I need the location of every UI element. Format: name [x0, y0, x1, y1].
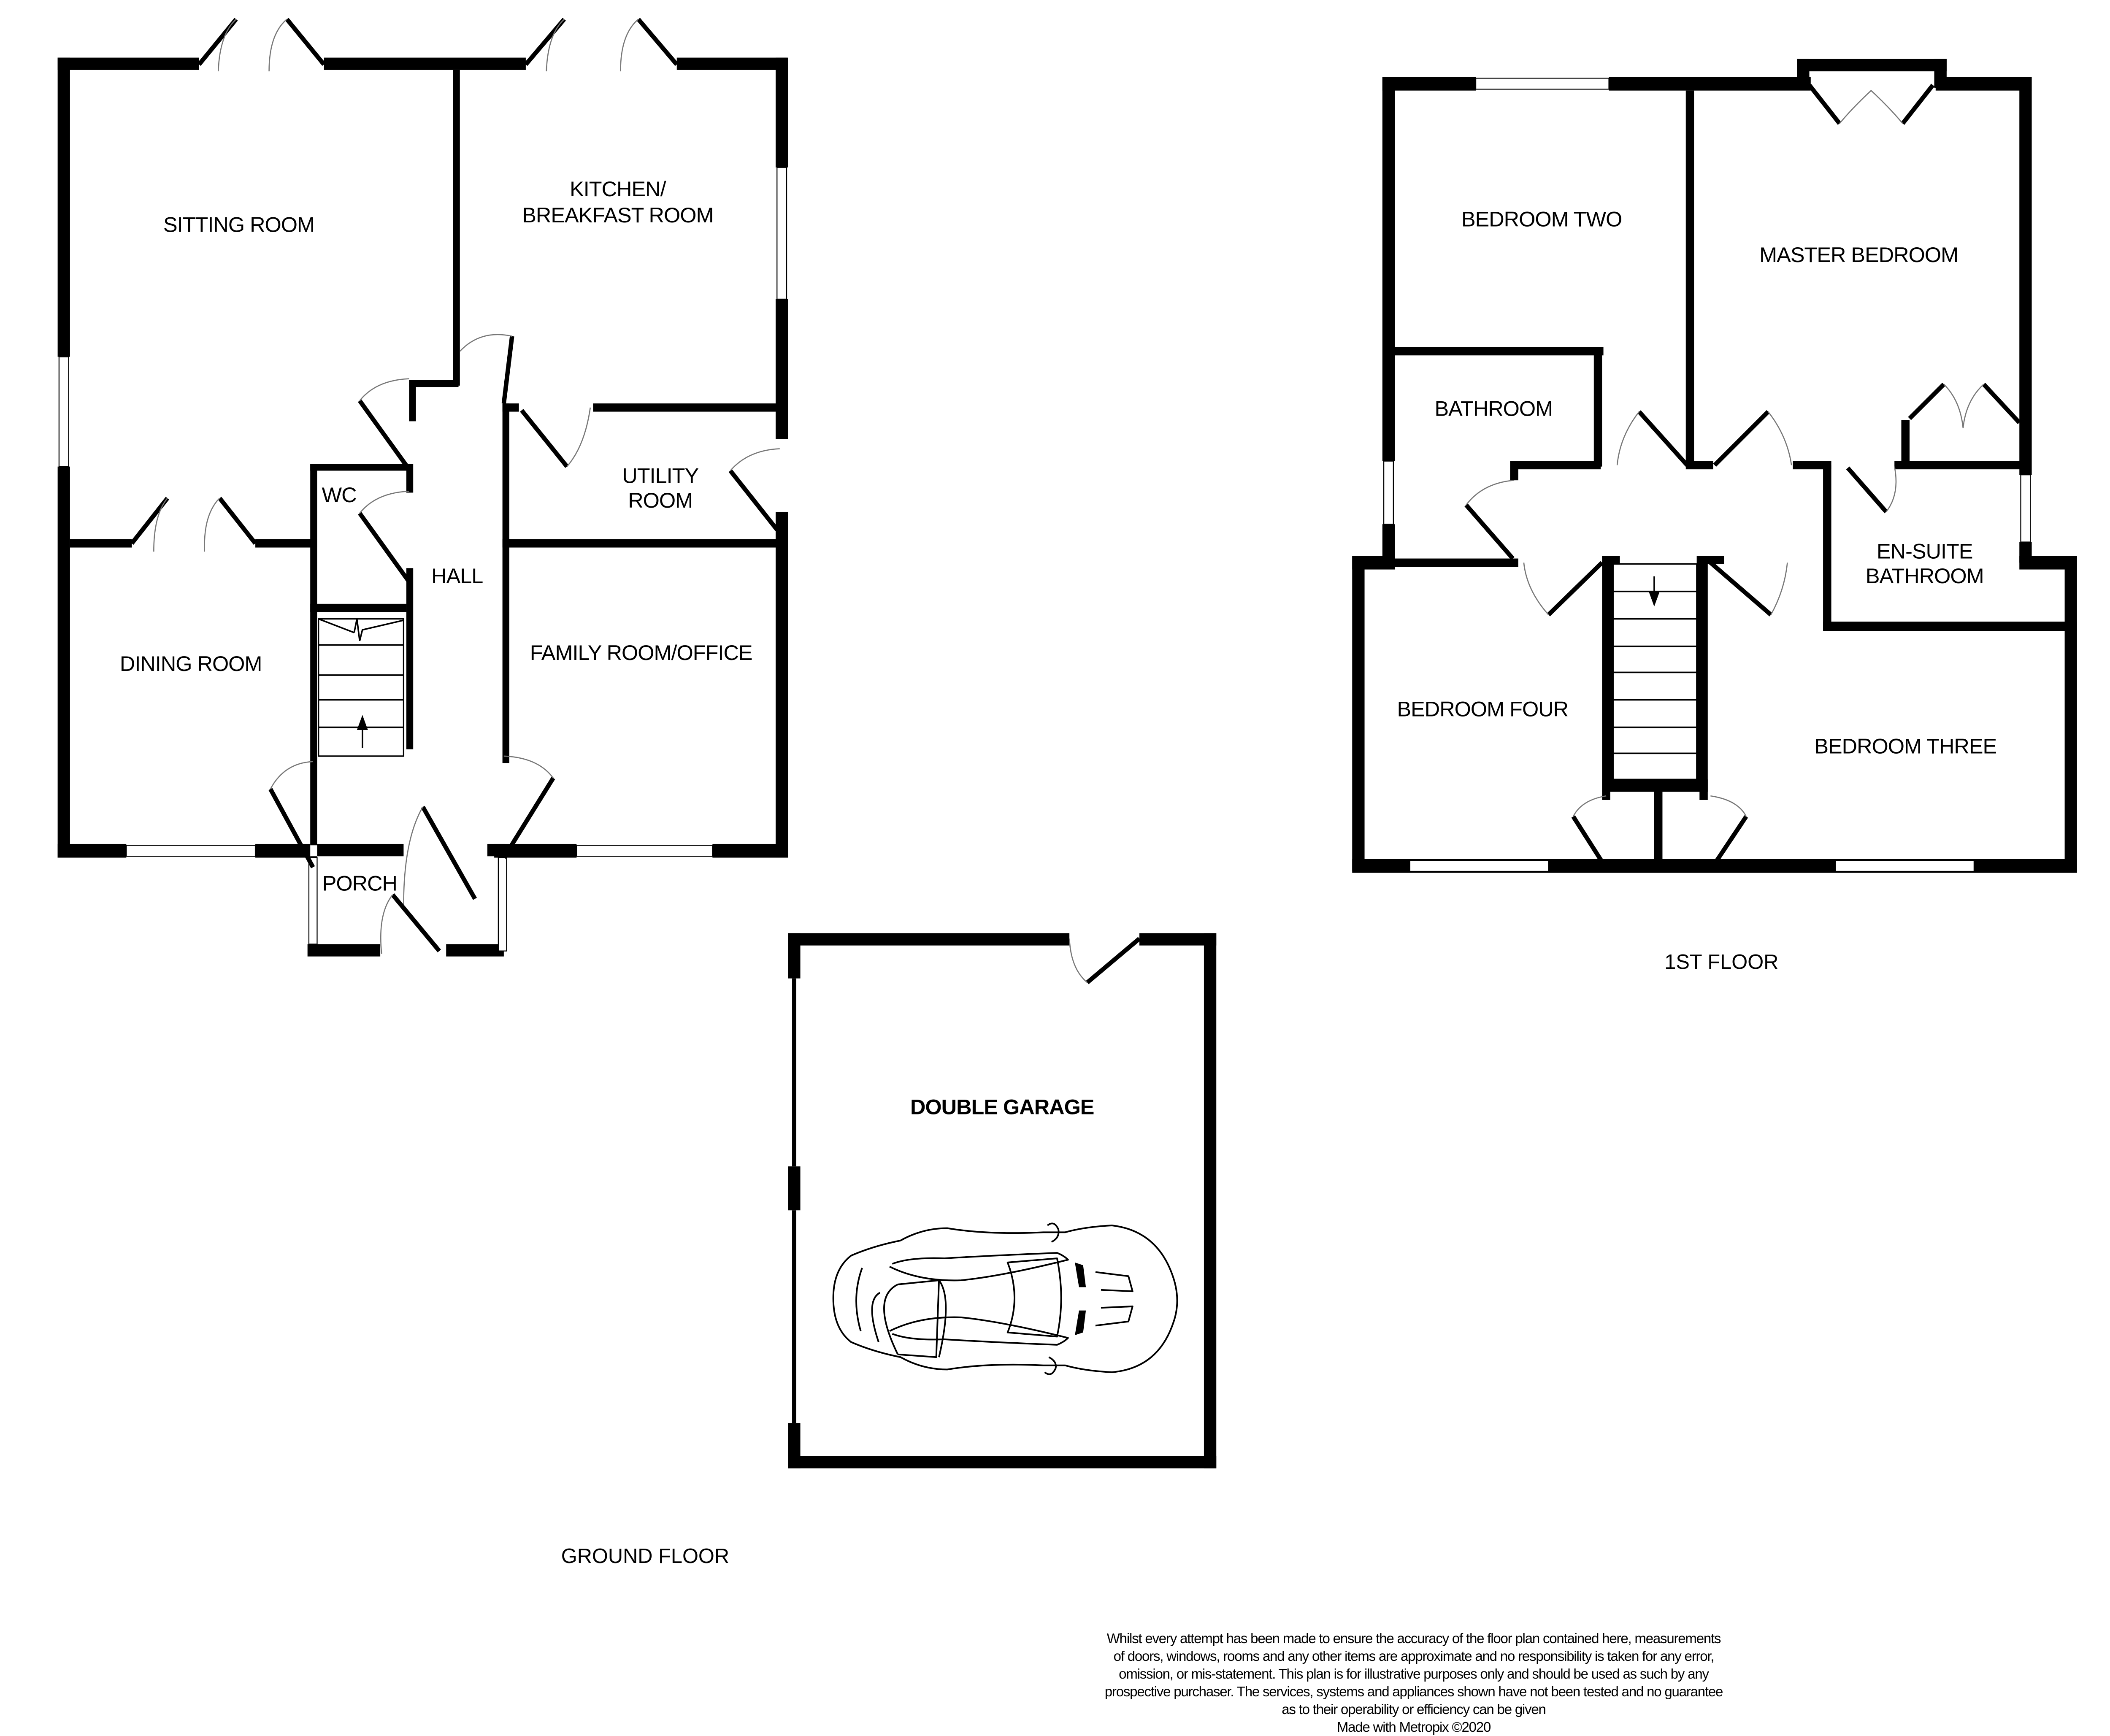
disclaimer-line: of doors, windows, rooms and any other i…: [1113, 1648, 1715, 1664]
ground-floor-plan: SITTING ROOM KITCHEN/ BREAKFAST ROOM WC …: [57, 18, 788, 1568]
room-label-bedroom-four: BEDROOM FOUR: [1397, 697, 1568, 721]
first-floor-windows: [1383, 78, 2031, 872]
room-label-utility-line2: ROOM: [628, 488, 693, 512]
stairs-first-floor: [1612, 563, 1698, 780]
door-kitchen-hall[interactable]: [459, 334, 514, 404]
door-master-bedroom[interactable]: [1713, 410, 1792, 467]
room-label-bathroom: BATHROOM: [1434, 396, 1553, 420]
room-label-kitchen-line2: BREAKFAST ROOM: [522, 203, 713, 227]
french-door-dining-room[interactable]: [130, 497, 257, 552]
window-dining-room: [126, 845, 256, 857]
french-door-kitchen[interactable]: [524, 18, 679, 72]
french-door-master-bedroom[interactable]: [1807, 84, 1935, 125]
window-bedroom-two: [1475, 78, 1610, 90]
window-porch-right: [498, 857, 507, 952]
room-label-bedroom-two: BEDROOM TWO: [1461, 207, 1622, 231]
room-label-master-bedroom: MASTER BEDROOM: [1759, 243, 1958, 267]
ground-floor-windows: [58, 167, 787, 952]
floor-label-first: 1ST FLOOR: [1664, 951, 1778, 973]
disclaimer-line: as to their operability or efficiency ca…: [1282, 1701, 1546, 1717]
room-label-kitchen-line1: KITCHEN/: [570, 177, 666, 201]
disclaimer-line: Whilst every attempt has been made to en…: [1106, 1631, 1721, 1646]
wardrobe-door-master[interactable]: [1908, 382, 2021, 428]
ground-floor-walls: [57, 57, 788, 957]
door-utility-kitchen[interactable]: [520, 407, 591, 468]
door-garage-side[interactable]: [1069, 937, 1141, 984]
first-floor-labels: BEDROOM TWO MASTER BEDROOM BATHROOM EN-S…: [1397, 207, 1997, 973]
ground-floor-doors[interactable]: [130, 18, 780, 954]
disclaimer-credit: Made with Metropix ©2020: [1336, 1719, 1491, 1735]
garage-door-left-lower: [792, 1210, 796, 1423]
room-label-sitting-room: SITTING ROOM: [163, 213, 314, 237]
window-kitchen: [776, 167, 787, 300]
window-ensuite: [2020, 474, 2031, 543]
window-bedroom-four: [1409, 860, 1549, 872]
window-sitting-room: [58, 356, 69, 467]
disclaimer: Whilst every attempt has been made to en…: [1021, 1630, 1806, 1736]
door-bathroom[interactable]: [1464, 479, 1515, 560]
car-icon: [832, 1222, 1178, 1375]
window-bathroom: [1383, 460, 1394, 525]
window-bedroom-three: [1835, 860, 1975, 872]
room-label-ensuite-line1: EN-SUITE: [1877, 539, 1972, 563]
door-bedroom-two[interactable]: [1616, 410, 1689, 467]
french-door-sitting-room[interactable]: [197, 18, 326, 72]
disclaimer-line: omission, or mis-statement. This plan is…: [1119, 1666, 1709, 1682]
garage-door-left-upper: [792, 978, 796, 1167]
first-floor-doors[interactable]: [1464, 84, 2021, 863]
door-ensuite[interactable]: [1846, 466, 1897, 514]
floor-label-ground: GROUND FLOOR: [561, 1545, 729, 1568]
window-porch-left: [308, 857, 318, 945]
door-utility-external[interactable]: [728, 448, 780, 531]
arrow-down-icon: [1648, 576, 1660, 607]
stairs-ground-floor: [318, 618, 405, 757]
door-family-room-hall[interactable]: [502, 755, 555, 859]
door-sitting-room-hall[interactable]: [358, 378, 411, 471]
door-wc[interactable]: [358, 490, 411, 583]
window-family-room: [576, 845, 713, 857]
room-label-ensuite-line2: BATHROOM: [1866, 564, 1984, 588]
door-bedroom-four[interactable]: [1523, 561, 1604, 617]
room-label-wc: WC: [322, 483, 356, 507]
room-label-dining-room: DINING ROOM: [120, 652, 262, 676]
door-porch-inner[interactable]: [403, 806, 477, 906]
room-label-family-room: FAMILY ROOM/OFFICE: [530, 641, 752, 665]
room-label-bedroom-three: BEDROOM THREE: [1814, 734, 1996, 758]
door-cupboard-right[interactable]: [1710, 795, 1748, 863]
front-door[interactable]: [380, 893, 441, 954]
room-label-double-garage: DOUBLE GARAGE: [910, 1095, 1094, 1119]
arrow-up-icon: [357, 715, 368, 748]
first-floor-plan: BEDROOM TWO MASTER BEDROOM BATHROOM EN-S…: [1352, 59, 2077, 973]
room-label-hall: HALL: [431, 564, 483, 588]
door-cupboard-left[interactable]: [1571, 795, 1607, 863]
door-dining-hall[interactable]: [268, 761, 315, 868]
ground-floor-labels: SITTING ROOM KITCHEN/ BREAKFAST ROOM WC …: [120, 177, 753, 1568]
room-label-porch: PORCH: [322, 871, 397, 895]
door-bedroom-three[interactable]: [1709, 561, 1788, 617]
disclaimer-line: prospective purchaser. The services, sys…: [1104, 1684, 1723, 1699]
garage-plan: DOUBLE GARAGE: [788, 933, 1217, 1468]
room-label-utility-line1: UTILITY: [622, 464, 698, 488]
